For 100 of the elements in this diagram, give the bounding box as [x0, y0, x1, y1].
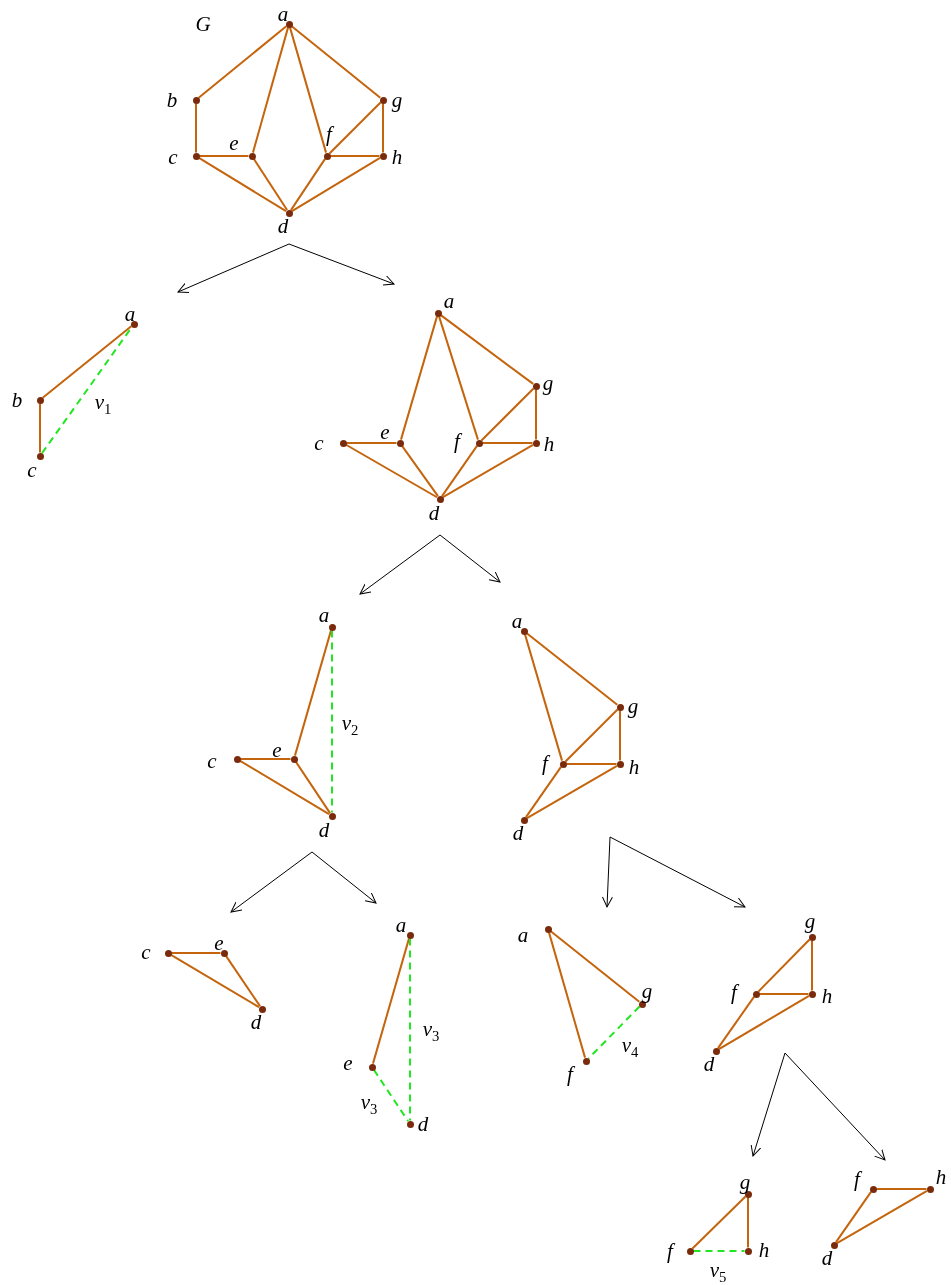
vertex-label: f: [731, 981, 737, 1003]
dashed-edge: [331, 629, 333, 814]
graph-edge: [252, 157, 289, 212]
dashed-edge: [587, 1005, 641, 1060]
graph-edge: [875, 1188, 928, 1190]
graph-edge: [836, 1189, 928, 1245]
graph-edge: [329, 155, 381, 157]
graph-edge: [293, 629, 333, 757]
edge-label: v$_{2}$: [341, 712, 359, 738]
graph-edge: [345, 443, 438, 499]
graph-edge: [39, 402, 41, 454]
vertex-label: f: [454, 430, 460, 452]
vertex-label: a: [277, 3, 289, 25]
vertex-label: h: [821, 985, 833, 1007]
graph-edge: [195, 102, 197, 154]
edge-label: v$_{3}$: [360, 1091, 378, 1117]
graph-edge: [535, 388, 537, 441]
vertex-label: d: [512, 822, 524, 844]
graph-edge: [480, 387, 535, 442]
vertex-label: b: [166, 89, 178, 111]
graph-edge: [758, 993, 810, 995]
graph-edge: [442, 443, 534, 499]
graph-edge: [481, 442, 534, 444]
vertex-label: e: [272, 739, 282, 761]
graph-edge: [619, 709, 621, 762]
vertex-label: h: [628, 756, 640, 778]
vertex-label: f: [542, 752, 548, 774]
vertex-label: h: [391, 146, 403, 168]
graph-edge: [691, 1195, 747, 1250]
vertex-label: e: [380, 421, 390, 443]
graph-edge: [565, 763, 618, 765]
graph-edge: [438, 315, 479, 441]
vertex-label: g: [542, 372, 554, 394]
vertex-label: g: [804, 910, 816, 932]
vertex-label: f: [326, 123, 332, 145]
graph-edge: [345, 442, 398, 444]
graph-edge: [382, 102, 384, 154]
vertex-label: d: [703, 1053, 715, 1075]
graph-edge: [198, 155, 250, 157]
vertex-label: g: [391, 89, 403, 111]
vertex-label: g: [739, 1171, 751, 1193]
vertex-label: a: [517, 924, 529, 946]
graph-edge: [401, 444, 439, 498]
graph-edge: [757, 938, 811, 993]
graph-edge: [717, 995, 755, 1050]
graph-edge: [549, 930, 641, 1003]
vertex-label: b: [11, 389, 23, 411]
dashed-edge: [372, 1068, 410, 1123]
vertex-label: d: [250, 1011, 262, 1033]
vertex-label: c: [168, 146, 178, 168]
vertex-label: d: [417, 1113, 429, 1135]
vertex-label: e: [229, 132, 239, 154]
graph-edge: [835, 1190, 872, 1244]
vertex-label: a: [511, 610, 523, 632]
vertex-label: a: [395, 914, 407, 936]
graph-edge: [239, 758, 292, 760]
graph-edge: [718, 994, 810, 1051]
graph-edge: [328, 101, 382, 155]
graph-edge: [198, 156, 287, 213]
graph-edge: [197, 25, 288, 99]
edge-label: v$_{1}$: [94, 391, 112, 417]
vertex-label: h: [543, 433, 555, 455]
graph-edge: [439, 314, 535, 385]
graph-edge: [441, 444, 478, 498]
vertex-label: d: [277, 215, 289, 237]
vertex-label: e: [214, 932, 224, 954]
vertex-label: a: [318, 604, 330, 626]
graph-edge: [239, 759, 330, 816]
vertex-label: a: [443, 290, 455, 312]
vertex-label: d: [821, 1247, 833, 1269]
dashed-edge: [409, 937, 411, 1122]
graph-edge: [170, 952, 222, 954]
graph-edge: [294, 760, 332, 815]
vertex-label: e: [343, 1052, 353, 1074]
edge-label: v$_{3}$: [422, 1018, 440, 1044]
vertex-label: a: [124, 303, 136, 325]
graph-edge: [526, 764, 618, 820]
edge-label: v$_{5}$: [709, 1259, 727, 1285]
dashed-edge: [692, 1250, 746, 1252]
graph-edge: [547, 931, 587, 1059]
graph-edge: [524, 633, 563, 762]
vertex-label: d: [318, 819, 330, 841]
vertex-label: c: [27, 459, 37, 481]
edge-label: v$_{4}$: [621, 1034, 639, 1060]
graph-edge: [747, 1196, 749, 1249]
vertex-label: f: [854, 1168, 860, 1190]
graph-edge: [371, 937, 411, 1065]
graph-edge: [525, 765, 562, 819]
graph-edge: [288, 26, 328, 154]
graph-edge: [811, 939, 813, 992]
vertex-label: f: [667, 1240, 673, 1262]
vertex-label: g: [641, 980, 653, 1002]
graph-edge: [564, 708, 619, 763]
vertex-label: d: [428, 502, 440, 524]
graph-edge: [291, 156, 381, 213]
vertex-label: h: [758, 1239, 770, 1261]
vertex-label: c: [141, 941, 151, 963]
graph-edge: [289, 157, 327, 212]
vertex-label: h: [935, 1166, 947, 1188]
graph-name: G: [195, 13, 211, 35]
